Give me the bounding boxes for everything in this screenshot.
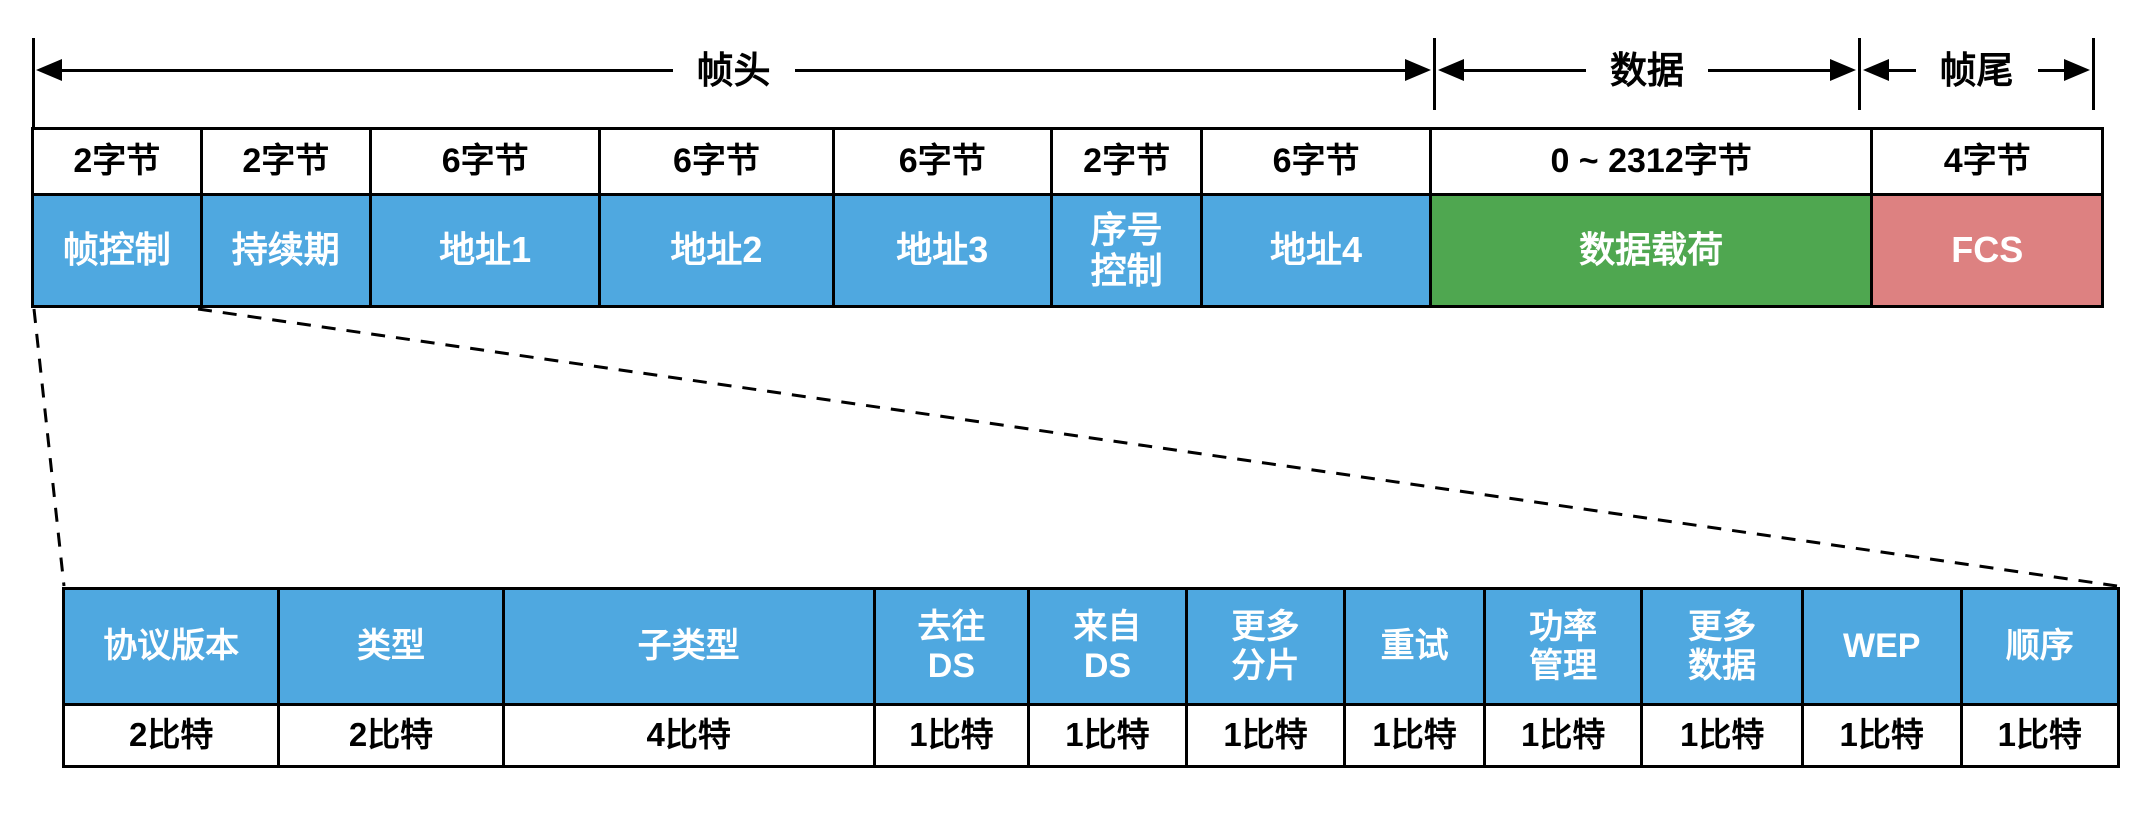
field-cell-address4: 地址4 — [1200, 193, 1429, 305]
bit-cell-order: 1比特 — [1959, 703, 2117, 765]
field-cell-payload: 数据载荷 — [1428, 193, 1871, 305]
field-cell-address1: 地址1 — [369, 193, 599, 305]
span-frame-trailer: 帧尾 — [1863, 50, 2090, 90]
size-cell-address4: 6字节 — [1200, 130, 1428, 193]
dimension-tick — [2092, 38, 2095, 110]
arrowhead-left-icon — [36, 59, 62, 81]
span-label-frame-trailer: 帧尾 — [1939, 49, 2014, 91]
size-cell-fcs: 4字节 — [1870, 130, 2101, 193]
size-cell-payload: 0 ~ 2312字节 — [1428, 130, 1871, 193]
bit-cell-protocol-version: 2比特 — [65, 703, 278, 765]
bit-cell-more-data: 1比特 — [1640, 703, 1801, 765]
field-cell-address3: 地址3 — [831, 193, 1050, 305]
arrowhead-right-icon — [1405, 59, 1431, 81]
control-cell-protocol-version: 协议版本 — [65, 590, 278, 703]
control-cell-power-management: 功率 管理 — [1482, 590, 1641, 703]
arrowhead-right-icon — [1830, 59, 1856, 81]
field-cell-duration: 持续期 — [199, 193, 370, 305]
bit-cell-retry: 1比特 — [1343, 703, 1483, 765]
size-cell-address3: 6字节 — [831, 130, 1050, 193]
byte-size-row: 2字节 2字节 6字节 6字节 6字节 2字节 6字节 0 ~ 2312字节 4… — [34, 130, 2101, 193]
bit-cell-power-management: 1比特 — [1482, 703, 1641, 765]
field-label-row: 帧控制 持续期 地址1 地址2 地址3 序号 控制 地址4 数据载荷 FCS — [34, 193, 2101, 305]
size-cell-frame-control: 2字节 — [73, 142, 161, 181]
bit-cell-subtype: 4比特 — [501, 703, 873, 765]
arrowhead-left-icon — [1438, 59, 1464, 81]
bit-cell-more-fragments: 1比特 — [1184, 703, 1344, 765]
control-cell-to-ds: 去往 DS — [872, 590, 1028, 703]
dimension-tick — [1858, 38, 1861, 110]
span-label-data: 数据 — [1610, 49, 1684, 91]
control-cell-type: 类型 — [277, 590, 502, 703]
control-cell-wep: WEP — [1800, 590, 1960, 703]
dimension-tick — [32, 38, 35, 127]
arrowhead-right-icon — [2064, 59, 2090, 81]
bit-size-row: 2比特 2比特 4比特 1比特 1比特 1比特 1比特 1比特 1比特 1比特 … — [65, 703, 2117, 765]
size-cell-sequence-control: 2字节 — [1049, 130, 1200, 193]
bit-cell-from-ds: 1比特 — [1027, 703, 1185, 765]
bit-cell-type: 2比特 — [277, 703, 502, 765]
bit-cell-wep: 1比特 — [1800, 703, 1960, 765]
control-cell-subtype: 子类型 — [501, 590, 873, 703]
field-cell-fcs: FCS — [1870, 193, 2101, 305]
field-cell-address2: 地址2 — [598, 193, 832, 305]
size-cell-address2: 6字节 — [598, 130, 831, 193]
control-field-label-row: 协议版本 类型 子类型 去往 DS 来自 DS 更多 分片 重试 功率 管理 更… — [65, 590, 2117, 703]
size-cell-duration: 2字节 — [199, 130, 369, 193]
control-cell-from-ds: 来自 DS — [1027, 590, 1185, 703]
size-cell-address1: 6字节 — [369, 130, 598, 193]
field-cell-sequence-control: 序号 控制 — [1049, 193, 1201, 305]
bit-cell-to-ds: 1比特 — [872, 703, 1028, 765]
control-cell-retry: 重试 — [1343, 590, 1483, 703]
arrowhead-left-icon — [1863, 59, 1889, 81]
frame-format-table: 2字节 2字节 6字节 6字节 6字节 2字节 6字节 0 ~ 2312字节 4… — [31, 127, 2104, 308]
span-label-frame-header: 帧头 — [696, 49, 771, 91]
control-cell-order: 顺序 — [1959, 590, 2117, 703]
control-cell-more-fragments: 更多 分片 — [1184, 590, 1344, 703]
frame-control-detail-table: 协议版本 类型 子类型 去往 DS 来自 DS 更多 分片 重试 功率 管理 更… — [62, 587, 2120, 768]
control-cell-more-data: 更多 数据 — [1640, 590, 1801, 703]
span-frame-header: 帧头 — [36, 50, 1431, 90]
dimension-tick — [1433, 38, 1436, 110]
span-data: 数据 — [1438, 50, 1856, 90]
field-cell-frame-control: 帧控制 — [34, 193, 200, 305]
